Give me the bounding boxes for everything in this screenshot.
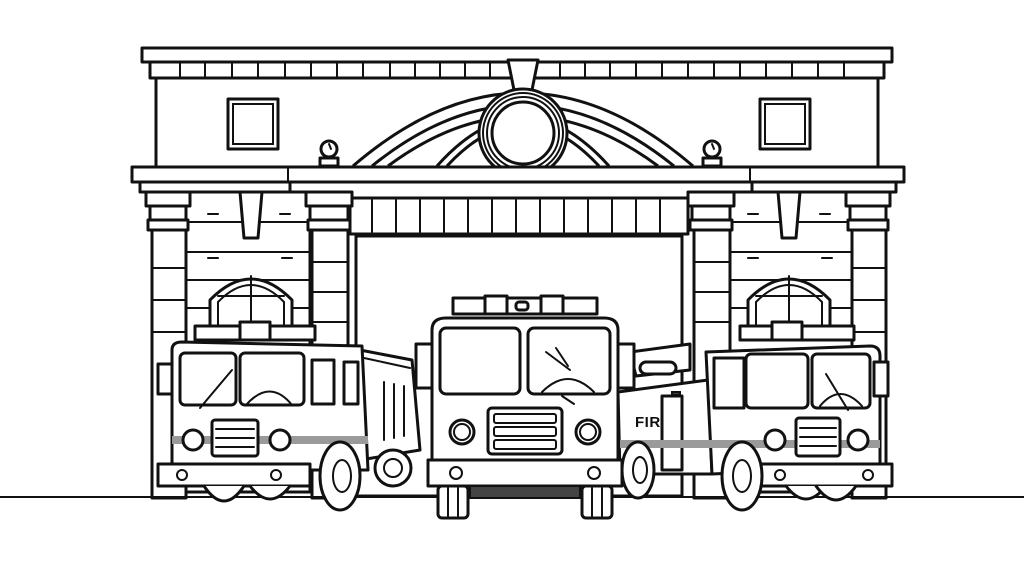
upper-window-left	[226, 97, 280, 151]
headlight	[268, 428, 292, 452]
windshield-right	[526, 326, 612, 396]
fire-truck-center	[414, 294, 636, 520]
mirror	[616, 342, 636, 390]
grille	[486, 406, 564, 456]
fire-truck-left	[156, 320, 422, 512]
left-wall-bricks	[185, 190, 311, 332]
right-wall-bricks	[727, 190, 853, 332]
transom-slats	[371, 199, 661, 233]
arch-pediment	[352, 87, 694, 179]
wheel	[720, 440, 764, 512]
wheel	[580, 484, 614, 520]
upper-window-right	[758, 97, 812, 151]
lamp-left	[318, 139, 340, 168]
wheel	[318, 440, 362, 512]
mirror	[156, 362, 174, 396]
windshield-left	[438, 326, 522, 396]
wheel	[436, 484, 470, 520]
windshield-right	[238, 351, 306, 407]
headlight	[846, 428, 870, 452]
bumper	[156, 462, 312, 488]
fire-truck-right: FIRE	[616, 320, 894, 512]
round-window	[490, 100, 556, 166]
lamp-right	[701, 139, 723, 168]
dentil-row	[179, 61, 845, 79]
mirror	[872, 360, 890, 398]
headlight	[181, 428, 205, 452]
windshield-left	[178, 351, 238, 407]
keystone	[506, 58, 540, 92]
mirror	[414, 342, 434, 390]
bumper	[426, 458, 624, 488]
headlight	[763, 428, 787, 452]
wheel	[620, 440, 656, 500]
